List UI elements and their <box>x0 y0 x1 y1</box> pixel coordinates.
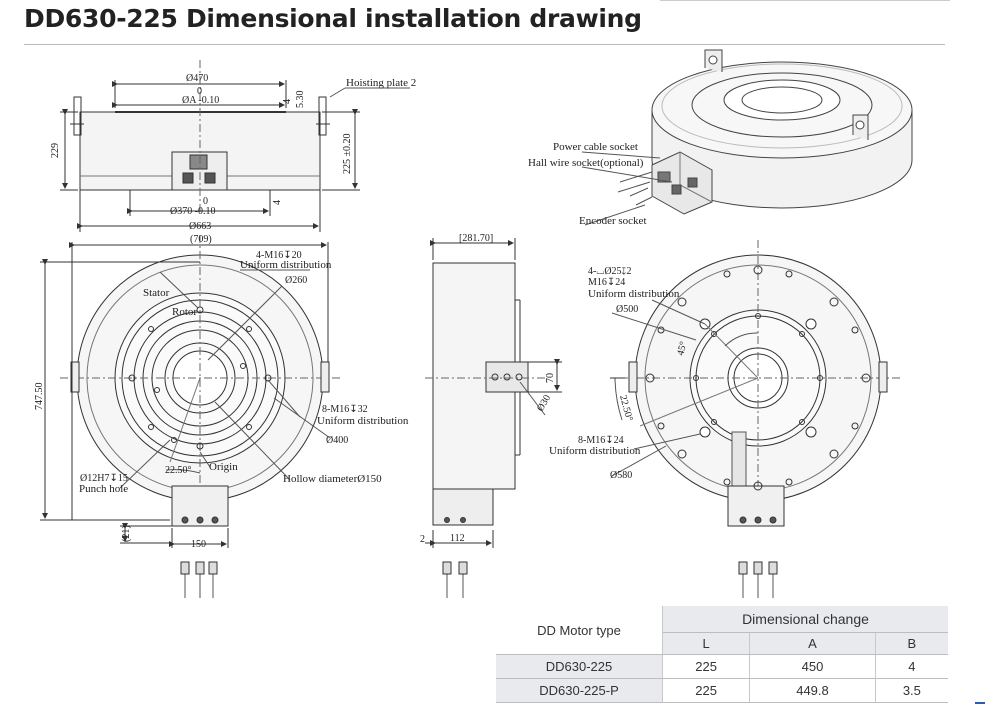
col-L: L <box>662 632 751 655</box>
dim-2: 2 <box>420 534 425 545</box>
dim-21: (21) <box>121 525 132 542</box>
dim-370: Ø370 -0.10 <box>170 206 216 217</box>
dimensional-change-header: Dimensional change <box>662 606 948 633</box>
hoist-plate-right <box>318 96 327 136</box>
hall-wire-socket-label: Hall wire socket(optional) <box>528 157 644 169</box>
dim-281-70: [281.70] <box>459 233 493 244</box>
dimension-table: DD Motor type Dimensional change L A B D… <box>496 606 948 703</box>
top-edge-line <box>660 0 950 4</box>
dim-zero-1: 0 <box>197 86 202 97</box>
table-row: DD630-225-P 225 449.8 3.5 <box>496 678 948 703</box>
angle-22-50-back: 22.50° <box>617 394 634 422</box>
stator-label: Stator <box>143 287 170 299</box>
side-view <box>425 238 562 598</box>
dim-30: Ø30 <box>535 393 553 413</box>
encoder-socket-label: Encoder socket <box>579 215 647 227</box>
m16-24-b-label: 8-M16↧24 <box>578 435 624 446</box>
cell-L: 225 <box>662 654 751 679</box>
cell-B: 3.5 <box>875 678 948 703</box>
uniform-distribution-2: Uniform distribution <box>317 415 409 427</box>
origin-label: Origin <box>209 461 238 473</box>
page-title: DD630-225 Dimensional installation drawi… <box>24 4 642 33</box>
hoisting-plate-label: Hoisting plate 2 <box>346 77 416 89</box>
dim-400: Ø400 <box>326 435 348 446</box>
dim-747: 747.50 <box>34 383 45 411</box>
m16-20-label: 4-M16↧20 <box>256 250 302 261</box>
cell-type: DD630-225 <box>496 654 663 679</box>
m16-32-label: 8-M16↧32 <box>322 404 368 415</box>
rotor-label: Rotor <box>172 306 197 318</box>
uniform-distribution-1: Uniform distribution <box>240 259 332 271</box>
angle-45: 45° <box>675 340 689 356</box>
dim-A: ØA -0.10 <box>182 95 219 106</box>
back-view-labels: 4-⌴Ø25↧2 M16↧24 Uniform distribution Ø50… <box>549 266 690 481</box>
cell-B: 4 <box>875 654 948 679</box>
dim-470: Ø470 <box>186 73 208 84</box>
dim-709: (709) <box>190 234 212 245</box>
c25-label: 4-⌴Ø25↧2 <box>588 266 632 277</box>
dim-663: Ø663 <box>189 221 211 232</box>
power-cable-socket-label: Power cable socket <box>553 141 638 153</box>
col-motor-type: DD Motor type <box>496 606 663 655</box>
back-view <box>610 240 900 598</box>
dim-500: Ø500 <box>616 304 638 315</box>
dim-229: 229 <box>50 143 61 158</box>
m16-24-a-label: M16↧24 <box>588 277 625 288</box>
iso-view <box>581 49 913 226</box>
cell-L: 225 <box>662 678 751 703</box>
front-view-labels: (709) 4-M16↧20 Uniform distribution Stat… <box>34 234 409 550</box>
dim-70: 70 <box>545 373 556 383</box>
uniform-distribution-4: Uniform distribution <box>549 445 641 457</box>
dim-150: 150 <box>191 539 206 550</box>
dim-225: 225 ±0.20 <box>342 134 353 175</box>
dim-4-bottom: 4 <box>272 200 283 205</box>
angle-22-50: 22.50° <box>165 465 192 476</box>
col-A: A <box>749 632 876 655</box>
cell-A: 450 <box>749 654 876 679</box>
dim-zero-2: 0 <box>203 196 208 207</box>
dim-5-30: 5.30 <box>295 91 306 109</box>
uniform-distribution-3: Uniform distribution <box>588 288 680 300</box>
hoist-plate-left <box>73 96 82 136</box>
top-view-labels: Ø470 0 ØA -0.10 4 5.30 Hoisting plate 2 … <box>50 73 416 232</box>
cell-A: 449.8 <box>749 678 876 703</box>
corner-mark <box>975 702 985 704</box>
side-hoist-plate <box>485 361 529 393</box>
hollow-diameter-label: Hollow diameterØ150 <box>283 473 382 485</box>
dim-260: Ø260 <box>285 275 307 286</box>
iso-view-labels: Power cable socket Hall wire socket(opti… <box>528 141 647 227</box>
dim-580: Ø580 <box>610 470 632 481</box>
top-view <box>60 60 410 232</box>
table-row: DD630-225 225 450 4 <box>496 654 948 679</box>
d12h7-label: Ø12H7↧15 <box>80 473 128 484</box>
dim-4-top: 4 <box>282 99 293 104</box>
dim-112: 112 <box>450 533 465 544</box>
title-divider <box>24 44 945 45</box>
col-B: B <box>875 632 948 655</box>
cell-type: DD630-225-P <box>496 678 663 703</box>
punch-hole-label: Punch hole <box>79 483 128 495</box>
front-view <box>40 235 340 598</box>
